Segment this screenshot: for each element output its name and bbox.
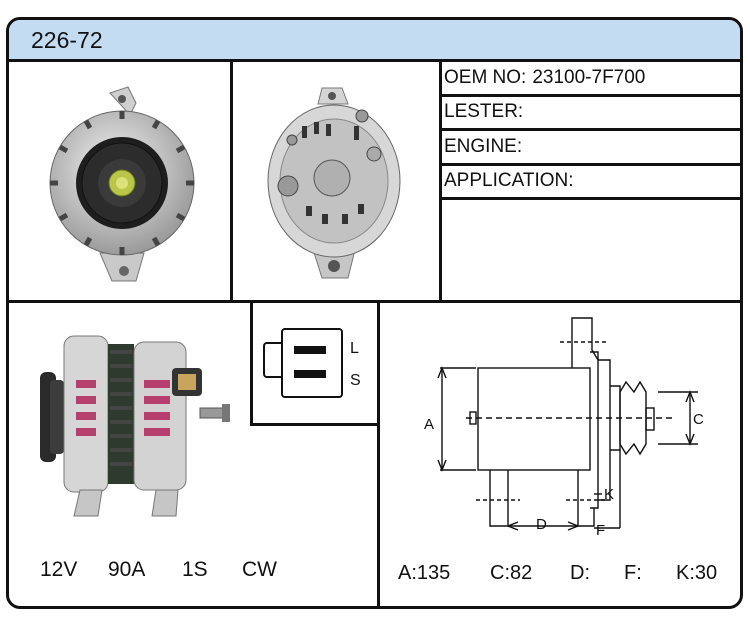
spec-pulley: 1S [182,558,208,581]
divider [377,300,380,606]
divider [230,62,233,302]
lester-label: LESTER: [444,101,524,122]
spec-sheet: 226-72 [6,17,743,609]
dimension-a-value: A:135 [398,562,451,584]
part-number: 226-72 [31,27,103,53]
spec-voltage: 12V [40,558,78,581]
oem-value: 23100-7F700 [532,67,646,88]
connector-plug-icon [263,328,343,398]
divider [439,62,442,302]
lester-row: LESTER: [444,101,529,123]
dimension-a-label: A [424,416,435,433]
alternator-rear-photo [267,87,401,279]
engine-label: ENGINE: [444,136,523,157]
dimension-f-value: F: [624,562,642,584]
terminal-l-label: L [350,340,359,357]
connector-diagram: L S [262,326,372,406]
dimension-drawing [437,317,698,531]
application-label: APPLICATION: [444,170,574,191]
dimension-f-label: F [596,522,606,539]
spec-rotation: CW [242,558,277,581]
dimension-d-value: D: [570,562,590,584]
dimension-d-label: D [536,516,547,533]
oem-label: OEM NO: [444,67,527,88]
divider [250,300,253,425]
terminal-s-label: S [350,372,361,389]
divider [439,197,740,200]
engine-row: ENGINE: [444,136,528,158]
oem-row: OEM NO:23100-7F700 [444,67,645,89]
dimension-c-label: C [693,411,704,428]
dimension-k-label: K [604,486,615,503]
alternator-front-photo [49,86,195,282]
divider [439,94,740,97]
dimension-k-value: K:30 [676,562,718,584]
divider [9,300,740,303]
spec-amperage: 90A [108,558,146,581]
divider [250,423,380,426]
header-bar: 226-72 [9,20,740,62]
dimension-c-value: C:82 [490,562,533,584]
divider [439,163,740,166]
alternator-side-photo [40,335,230,517]
divider [439,128,740,131]
application-row: APPLICATION: [444,170,580,192]
